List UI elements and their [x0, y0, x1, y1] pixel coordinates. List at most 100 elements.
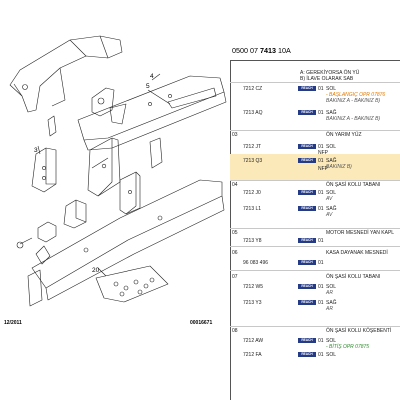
- lower-longitudinal-rail-part: [31, 179, 225, 301]
- part-reference[interactable]: 7212 W5: [243, 284, 264, 290]
- hardware-kit-part-20: [95, 265, 169, 303]
- reach-badge: REACH: [298, 284, 316, 289]
- upper-longitudinal-rail-part: [77, 75, 227, 151]
- callout-5: 5: [146, 83, 150, 90]
- reach-badge: REACH: [298, 338, 316, 343]
- bolt-bracket-part: [16, 221, 57, 249]
- part-reference[interactable]: 7212 JT: [243, 144, 262, 150]
- part-reference[interactable]: 7213 Y3: [243, 300, 262, 306]
- part-quantity: 01: [318, 110, 324, 116]
- table-divider: [230, 60, 231, 400]
- reach-badge: REACH: [298, 144, 316, 149]
- part-description: SAĞ: [326, 300, 337, 306]
- section-title: ÖN YARIM YÜZ: [326, 132, 362, 138]
- part-quantity: 01: [318, 284, 324, 290]
- part-subnote: AR: [326, 306, 333, 312]
- part-reference[interactable]: 7213 Q3: [243, 158, 263, 164]
- part-reference[interactable]: 7212 J0: [243, 190, 261, 196]
- part-quantity: 01: [318, 206, 324, 212]
- section-index: 06: [232, 250, 238, 256]
- section-index: 08: [232, 328, 238, 334]
- section-title: MOTOR MESNEDİ YAN KAPL: [326, 230, 395, 236]
- part-reference[interactable]: 96 083 496: [243, 260, 269, 266]
- catalog-reference: 0500 07 7413 10A: [232, 46, 291, 55]
- bracket-part-3: [31, 115, 57, 193]
- section-index: 03: [232, 132, 238, 138]
- reach-badge: REACH: [298, 110, 316, 115]
- exploded-parts-diagram: 4 5 3 20: [9, 35, 227, 307]
- front-crossmember-part: [9, 35, 123, 113]
- part-subnote: BAKINIZ A - BAKINIZ B): [326, 98, 381, 104]
- part-quantity: 01: [318, 158, 324, 164]
- intro-line-2: B) İLAVE OLARAK SAB: [300, 76, 354, 82]
- part-subnote: AR: [326, 290, 333, 296]
- section-title: ÖN ŞASİ KOLU TABANI: [326, 274, 381, 280]
- part-description: SOL: [326, 190, 337, 196]
- part-description: SOL: [326, 86, 337, 92]
- part-description: SAĞ: [326, 158, 337, 164]
- bracket-part-5: [119, 171, 141, 215]
- part-subnote: BAKINIZ A - BAKINIZ B): [326, 116, 381, 122]
- part-quantity: 01: [318, 260, 324, 266]
- part-note: - BAŞLANGIÇ OPR 07876: [326, 92, 386, 98]
- part-subnote: BAKINIZ B): [326, 164, 352, 170]
- reach-badge: REACH: [298, 238, 316, 243]
- reach-badge: REACH: [298, 352, 316, 357]
- section-title: ÖN ŞASİ KOLU TABANI: [326, 182, 381, 188]
- part-reference[interactable]: 7212 AW: [243, 338, 264, 344]
- part-reference[interactable]: 7212 FA: [243, 352, 262, 358]
- nfp-label: NFP: [318, 150, 328, 156]
- reach-badge: REACH: [298, 86, 316, 91]
- part-quantity: 01: [318, 338, 324, 344]
- row-divider: [230, 228, 400, 229]
- diagram-date: 12/2011: [4, 320, 22, 326]
- part-reference[interactable]: 7212 CZ: [243, 86, 263, 92]
- reach-badge: REACH: [298, 206, 316, 211]
- callout-4: 4: [150, 73, 154, 80]
- mount-block-part: [63, 199, 87, 229]
- callout-3: 3: [34, 147, 38, 154]
- row-divider: [230, 82, 400, 83]
- part-description: SOL: [326, 144, 337, 150]
- row-divider: [230, 130, 400, 131]
- part-quantity: 01: [318, 86, 324, 92]
- part-description: SOL: [326, 284, 337, 290]
- center-frame-part: [87, 137, 163, 197]
- nfp-label: NFP: [318, 166, 328, 172]
- part-description: SAĞ: [326, 206, 337, 212]
- part-subnote: AV: [326, 212, 333, 218]
- callout-20: 20: [92, 267, 100, 274]
- part-description: SOL: [326, 352, 337, 358]
- intro-line-1: A: GEREKİYORSA ÖN YÜ: [300, 70, 360, 76]
- part-reference[interactable]: 7213 AQ: [243, 110, 263, 116]
- row-divider: [230, 270, 400, 271]
- section-title: ÖN ŞASİ KOLU KÖŞEBENTİ: [326, 328, 392, 334]
- part-quantity: 01: [318, 300, 324, 306]
- part-note: - BİTİŞ OPR 07875: [326, 344, 370, 350]
- reach-badge: REACH: [298, 158, 316, 163]
- section-index: 05: [232, 230, 238, 236]
- table-top-rule: [230, 60, 400, 61]
- upper-strip-part: [167, 87, 217, 109]
- part-reference[interactable]: 7213 L1: [243, 206, 262, 212]
- row-divider: [230, 180, 400, 181]
- part-description: SOL: [326, 338, 337, 344]
- lower-bracket-part: [27, 269, 43, 307]
- section-index: 07: [232, 274, 238, 280]
- diagram-code: 00016671: [190, 320, 213, 326]
- section-title: KASA DAYANAK MESNEDİ: [326, 250, 388, 256]
- part-subnote: AV: [326, 196, 333, 202]
- part-quantity: 01: [318, 144, 324, 150]
- part-reference[interactable]: 7213 Y8: [243, 238, 262, 244]
- reach-badge: REACH: [298, 190, 316, 195]
- reach-badge: REACH: [298, 260, 316, 265]
- section-index: 04: [232, 182, 238, 188]
- part-description: SAĞ: [326, 110, 337, 116]
- part-quantity: 01: [318, 352, 324, 358]
- part-quantity: 01: [318, 190, 324, 196]
- row-divider: [230, 246, 400, 247]
- part-quantity: 01: [318, 238, 324, 244]
- reach-badge: REACH: [298, 300, 316, 305]
- row-divider: [230, 326, 400, 327]
